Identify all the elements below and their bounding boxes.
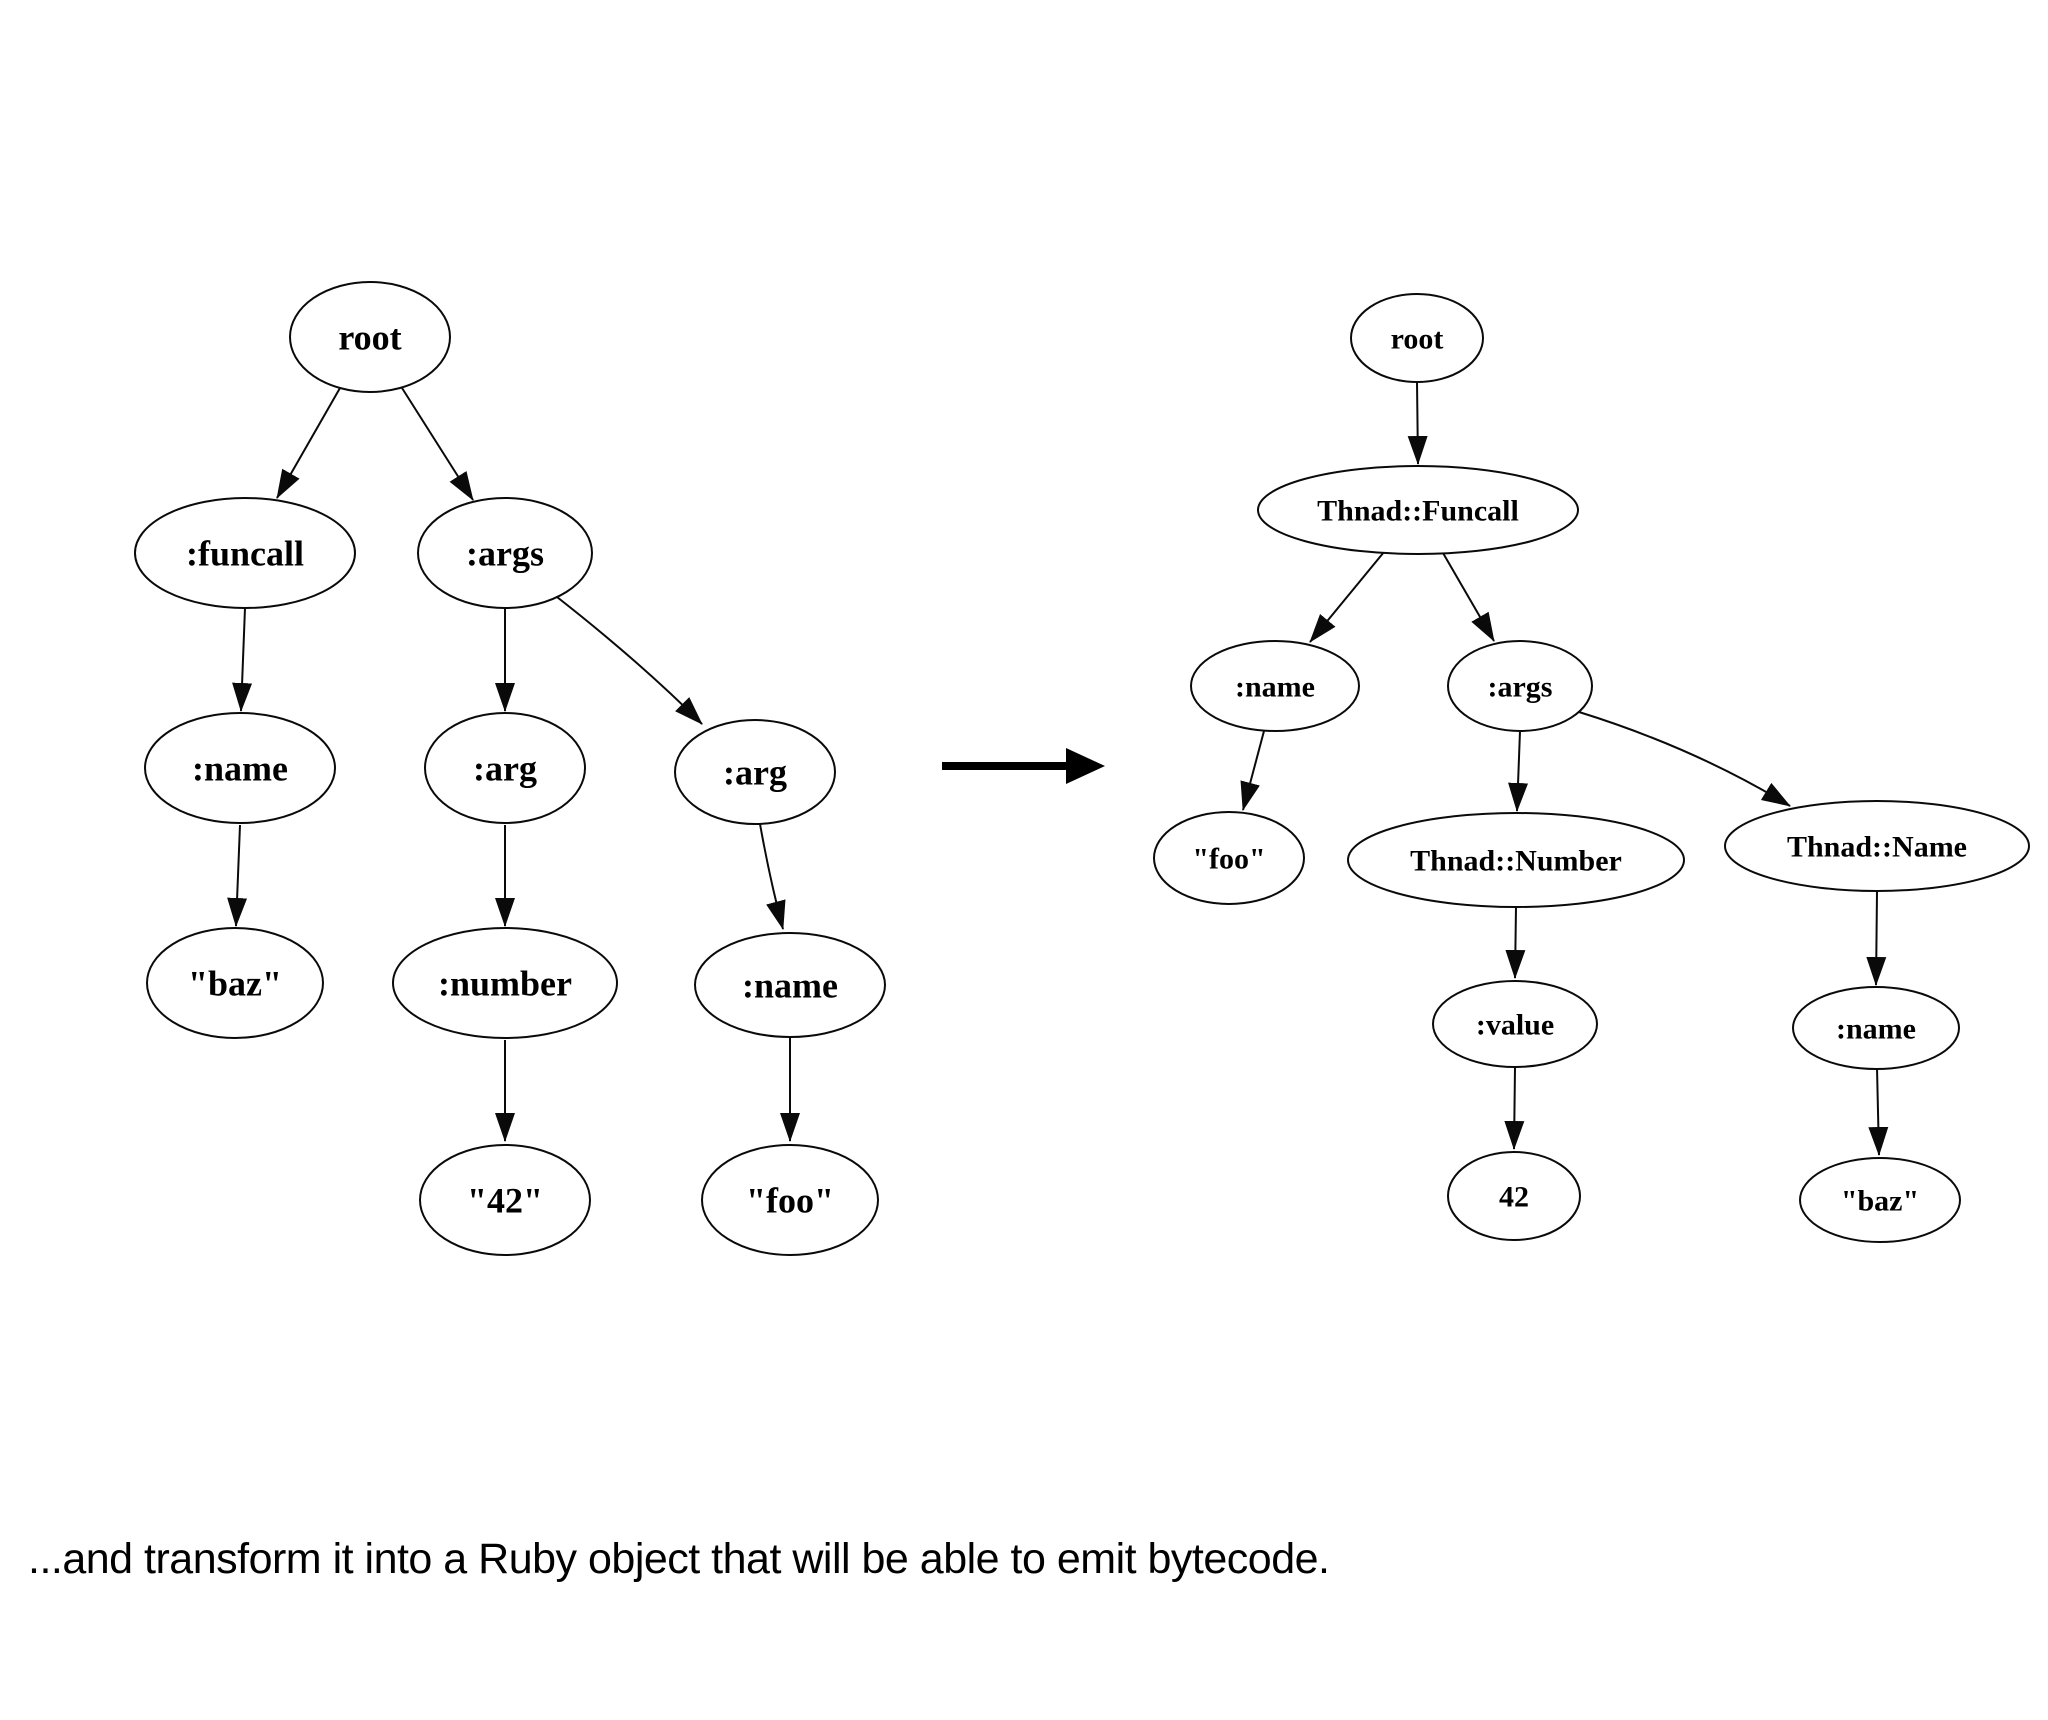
right-node-name2-label: :name: [1836, 1013, 1916, 1046]
right-node-name2: :name: [1792, 986, 1960, 1070]
left-node-args: :args: [417, 497, 593, 609]
left-node-baz: "baz": [146, 927, 324, 1039]
right-node-name1-shape: [1190, 640, 1360, 732]
left-node-42: "42": [419, 1144, 591, 1256]
left-node-funcall-shape: [134, 497, 356, 609]
edge-right-name2-baz: [1868, 1067, 1889, 1156]
caption: ...and transform it into a Ruby object t…: [28, 1535, 1330, 1583]
right-node-name1: :name: [1190, 640, 1360, 732]
right-node-baz-label: "baz": [1841, 1185, 1919, 1218]
left-node-baz-shape: [146, 927, 324, 1039]
right-node-42-label: 42: [1499, 1181, 1529, 1214]
right-node-value-label: :value: [1476, 1009, 1554, 1042]
right-node-number-shape: [1347, 812, 1685, 908]
right-node-args-label: :args: [1488, 671, 1553, 704]
left-node-root: root: [289, 281, 451, 393]
left-node-name1-label: :name: [192, 749, 288, 789]
left-node-baz-label: "baz": [188, 964, 282, 1004]
right-node-nameclass: Thnad::Name: [1724, 800, 2030, 892]
edge-right-name1-foo: [1240, 730, 1265, 811]
edge-right-value-42: [1504, 1066, 1525, 1150]
left-node-number-label: :number: [438, 964, 572, 1004]
left-node-foo: "foo": [701, 1144, 879, 1256]
left-node-args-label: :args: [466, 534, 544, 574]
left-node-root-shape: [289, 281, 451, 393]
edge-left-arg2-name2: [759, 823, 786, 930]
left-node-name1-shape: [144, 712, 336, 824]
edge-left-root-funcall: [276, 387, 341, 499]
edge-left-args-arg2: [556, 596, 703, 725]
left-node-42-label: "42": [467, 1181, 543, 1221]
edge-right-nameclass-name2: [1866, 891, 1887, 986]
left-node-arg2: :arg: [674, 719, 836, 825]
left-node-foo-shape: [701, 1144, 879, 1256]
right-node-funcall-shape: [1257, 465, 1579, 555]
right-node-args: :args: [1447, 640, 1593, 732]
ast-tree-after: root Thnad::Funcall :name :args "foo" Th…: [1153, 293, 2030, 1243]
right-node-args-shape: [1447, 640, 1593, 732]
left-node-foo-label: "foo": [746, 1181, 834, 1221]
right-node-foo: "foo": [1153, 811, 1305, 905]
transform-arrow-head: [1066, 748, 1105, 784]
right-node-name2-shape: [1792, 986, 1960, 1070]
right-node-root-label: root: [1391, 323, 1444, 356]
edge-right-args-nameclass: [1578, 711, 1791, 807]
right-node-foo-label: "foo": [1192, 843, 1265, 876]
left-node-number: :number: [392, 927, 618, 1039]
right-node-baz: "baz": [1799, 1157, 1961, 1243]
edge-right-args-number: [1508, 730, 1529, 812]
right-node-nameclass-label: Thnad::Name: [1787, 831, 1967, 864]
right-node-funcall: Thnad::Funcall: [1257, 465, 1579, 555]
transform-arrow-icon: [942, 748, 1105, 784]
left-node-name1: :name: [144, 712, 336, 824]
left-node-args-shape: [417, 497, 593, 609]
left-node-number-shape: [392, 927, 618, 1039]
edge-right-number-value: [1505, 906, 1526, 979]
left-node-arg1-shape: [424, 712, 586, 824]
right-node-42-shape: [1447, 1151, 1581, 1241]
right-node-42: 42: [1447, 1151, 1581, 1241]
edge-right-root-funcall: [1407, 381, 1428, 465]
edge-right-funcall-args: [1442, 552, 1495, 642]
left-node-arg1: :arg: [424, 712, 586, 824]
left-node-funcall: :funcall: [134, 497, 356, 609]
left-node-name2-shape: [694, 932, 886, 1038]
left-node-42-shape: [419, 1144, 591, 1256]
right-node-number: Thnad::Number: [1347, 812, 1685, 908]
edge-left-funcall-name: [232, 607, 253, 712]
right-node-root: root: [1350, 293, 1484, 383]
ast-tree-before: root :funcall :args :name :arg :arg: [134, 281, 886, 1256]
right-node-foo-shape: [1153, 811, 1305, 905]
right-node-value-shape: [1432, 980, 1598, 1068]
left-node-arg2-label: :arg: [723, 753, 787, 793]
ast-diagram: root :funcall :args :name :arg :arg: [134, 281, 2030, 1256]
left-node-funcall-label: :funcall: [186, 534, 304, 574]
right-node-name1-label: :name: [1235, 671, 1315, 704]
right-node-funcall-label: Thnad::Funcall: [1317, 495, 1519, 528]
edge-left-name-baz: [227, 824, 248, 927]
right-node-root-shape: [1350, 293, 1484, 383]
left-node-arg2-shape: [674, 719, 836, 825]
right-node-baz-shape: [1799, 1157, 1961, 1243]
right-node-number-label: Thnad::Number: [1410, 845, 1622, 878]
right-node-nameclass-shape: [1724, 800, 2030, 892]
left-node-name2: :name: [694, 932, 886, 1038]
edge-left-root-args: [401, 387, 474, 501]
left-node-root-label: root: [338, 318, 401, 358]
edge-right-funcall-name1: [1309, 551, 1385, 643]
left-node-arg1-label: :arg: [473, 749, 537, 789]
right-node-value: :value: [1432, 980, 1598, 1068]
left-node-name2-label: :name: [742, 966, 838, 1006]
